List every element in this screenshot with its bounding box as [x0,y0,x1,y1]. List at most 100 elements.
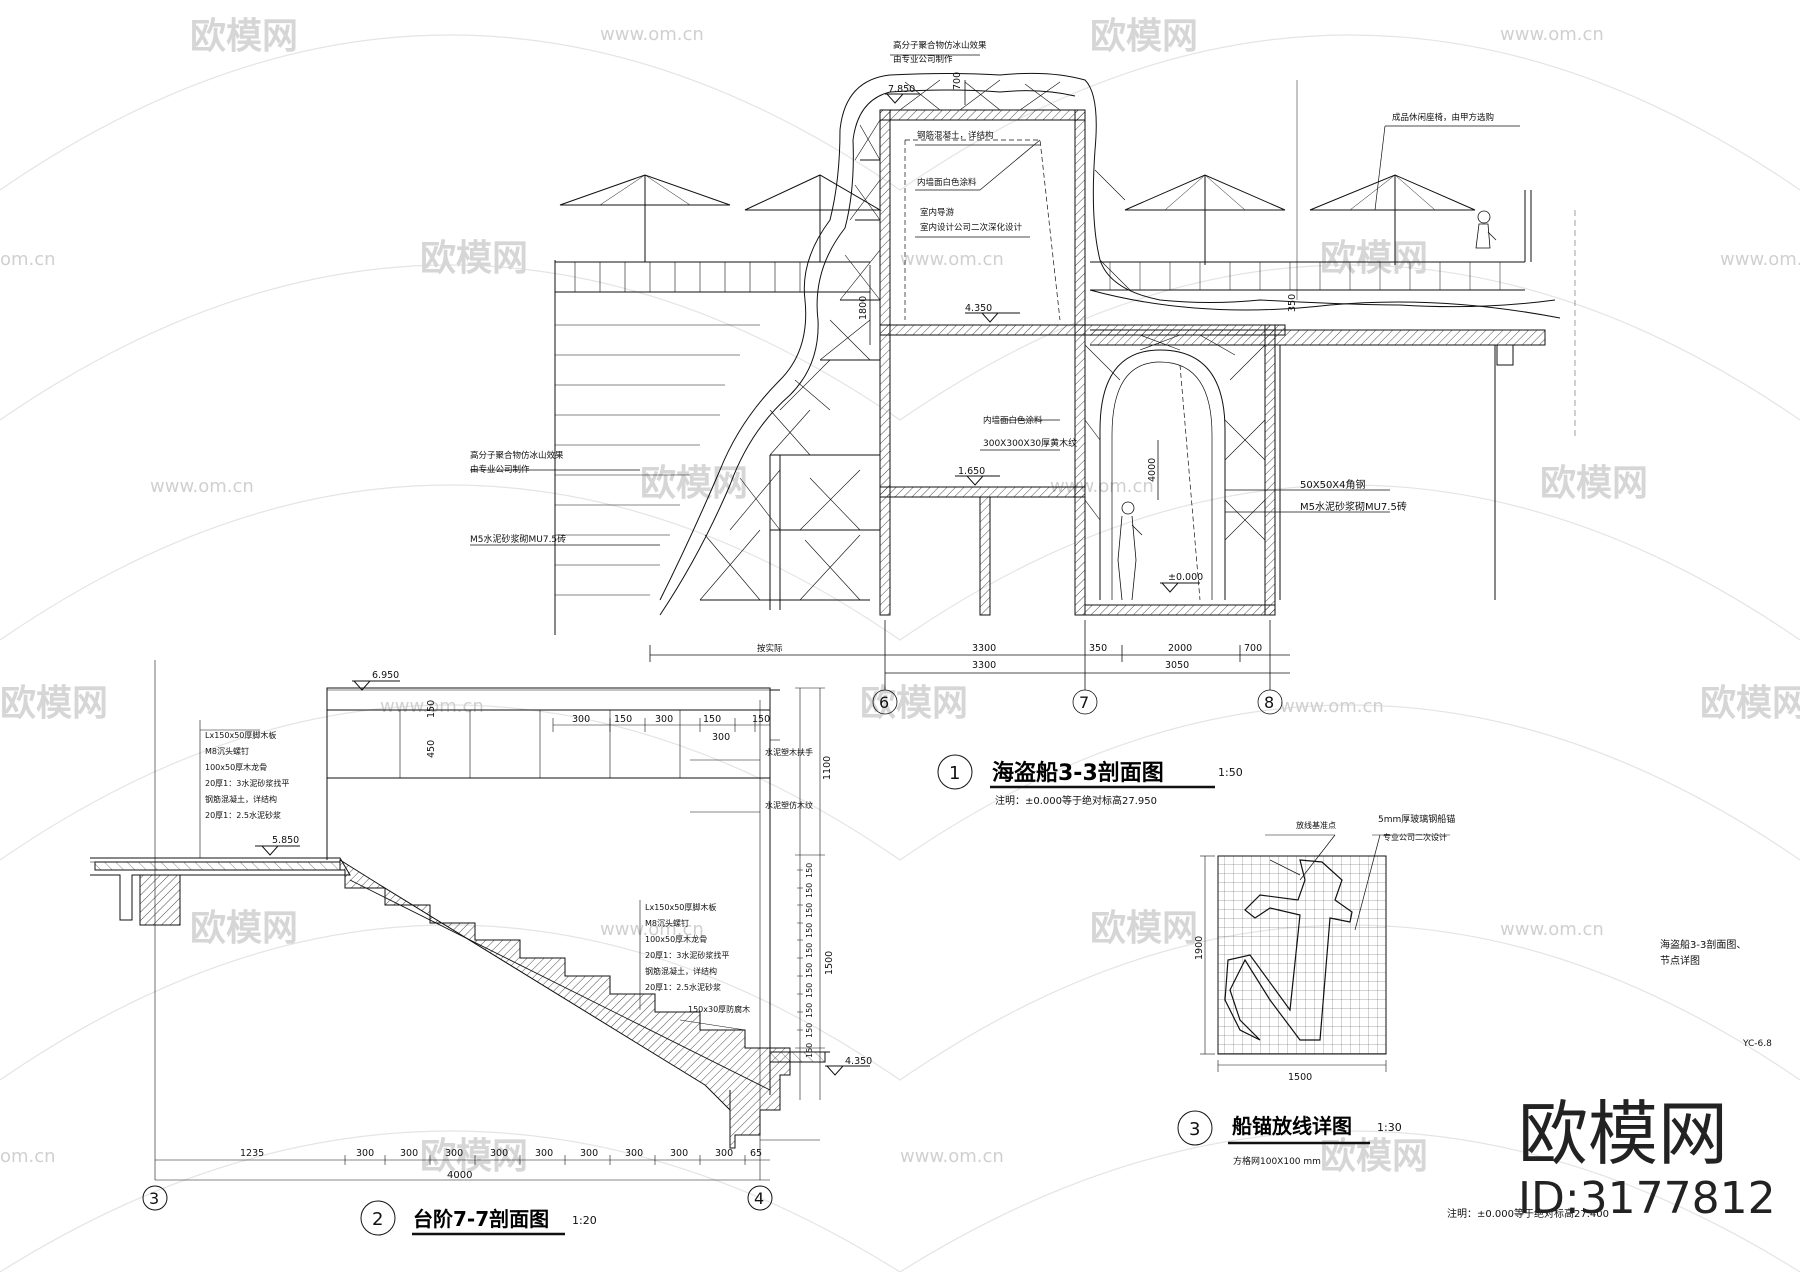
left-wall [554,260,870,635]
section-2-title: 台阶7-7剖面图 [413,1207,549,1231]
watermark-brand: 欧模网 [420,1136,528,1177]
sec2-riser-dim: 150 [805,903,814,918]
section-1-note: 注明：±0.000等于绝对标高27.950 [995,794,1157,807]
umbrella-left-1 [559,174,731,262]
watermark-brand: 欧模网 [1540,463,1648,504]
sec2-bottom-dim-landing: 1235 [240,1148,264,1159]
watermark-brand: 欧模网 [190,16,298,57]
dim-h-arch: 4000 [1147,458,1158,482]
dim-d2: 350 [1089,643,1107,654]
sec2-right-dim-mid: 450 [426,740,437,758]
section-3-title: 船锚放线详图 [1232,1114,1352,1138]
section-2-number: 2 [372,1209,383,1230]
elevation-marks [885,93,1200,593]
sec2-tread-dim: 300 [445,1148,463,1159]
sec2-riser-dim: 150 [805,863,814,878]
elevation-floor2: 4.350 [965,303,992,314]
elevation-floor1: 1.650 [958,466,985,477]
watermark-brand: 欧模网 [1090,908,1198,949]
sec2-bottom-dim-total: 4000 [447,1170,472,1181]
sec2-left-label: 20厚1：2.5水泥砂浆 [205,810,281,820]
sec2-top-dim: 300 [655,714,673,725]
sec2-riser-dim: 150 [805,923,814,938]
sec2-tread-dim: 300 [715,1148,733,1159]
dim-by-site: 按实际 [757,643,783,654]
section-1-number: 1 [949,763,960,784]
leader-lines [470,54,1520,546]
label-right-brick: M5水泥砂浆砌MU7.5砖 [1300,500,1407,513]
sec2-riser-dim: 150 [805,943,814,958]
sec2-top-dim: 300 [572,714,590,725]
sheet-note: 注明：±0.000等于绝对标高27.400 [1447,1207,1609,1220]
sec3-label-pro: 专业公司二次设计 [1383,832,1447,842]
axis-3: 3 [149,1189,159,1208]
sec3-label-datum: 放线基准点 [1296,820,1336,830]
sec2-tread-dim: 300 [356,1148,374,1159]
watermark-url: www.om.cn [1500,24,1604,45]
section-3-drawing [1177,834,1450,1146]
sec2-tread-dim: 300 [580,1148,598,1159]
label-left-finish: 高分子聚合物仿冰山效果 [470,450,564,461]
brand-id: ID:3177812 [1518,1173,1776,1224]
section-2-texts: 6.950 5.850 4.350 Lx150x50厚脚木板 M8沉头螺钉 10… [149,670,872,1231]
watermark-url: www.om.cn [150,476,254,497]
section-2-scale: 1:20 [572,1214,597,1227]
axis-8: 8 [1264,693,1274,712]
section-1-texts: 高分子聚合物仿冰山效果 由专业公司制作 钢筋混凝土，详结构 内墙面白色涂料 室内… [470,40,1494,807]
label-inner-wall-top: 内墙面白色涂料 [917,177,977,188]
sec2-right-dim-rail: 1100 [822,756,833,780]
dim-h-right: 350 [1287,294,1298,312]
label-top-maker: 由专业公司制作 [893,54,953,65]
sec2-left-label: 100x50厚木龙骨 [205,762,267,772]
dimension-lines [649,80,1298,715]
label-interior-guide: 室内导游 [920,207,955,218]
sec2-inner-label: 150x30厚防腐木 [688,1004,750,1014]
sec2-tread-dim: 300 [535,1148,553,1159]
axis-7: 7 [1079,693,1089,712]
sheet-code: YC-6.8 [1742,1039,1772,1049]
section-1-scale: 1:50 [1218,766,1243,779]
person-figure-arch [1117,501,1143,601]
watermark-url: www.om.cn [900,1146,1004,1167]
watermark-url: www.om.cn [380,696,484,717]
watermark-url: www.om.cn [1280,696,1384,717]
sec2-tail-dim: 65 [750,1148,762,1159]
label-umbrella: 成品休闲座椅，由甲方选购 [1392,112,1494,123]
watermark-layer: 欧模网 欧模网 www.om.cn www.om.cn 欧模网 欧模网 www.… [0,16,1800,1272]
label-left-brick: M5水泥砂浆砌MU7.5砖 [470,533,566,545]
sec3-grid-note: 方格网100X100 mm [1233,1155,1321,1167]
sec2-riser-dim: 150 [805,963,814,978]
sec2-top-dim: 150 [752,714,770,725]
sec2-tread-dim: 300 [670,1148,688,1159]
dim-h-top: 700 [952,72,963,90]
watermark-url: www.om.cn [900,249,1004,270]
section-3-number: 3 [1189,1119,1200,1140]
watermark-url: www.om.cn [1720,249,1800,270]
sheet-title-line2: 节点详图 [1660,954,1700,967]
dim-d4: 700 [1244,643,1262,654]
umbrella-right-2 [1309,174,1476,265]
sec2-post-label: 水泥塑仿木纹 [765,800,813,810]
label-inner-wall-mid: 内墙面白色涂料 [983,415,1043,426]
sec2-top-dim: 150 [614,714,632,725]
brand-name: 欧模网 [1518,1093,1728,1175]
axis-4: 4 [754,1189,764,1208]
label-tile: 300X300X30厚黄木纹 [983,437,1077,449]
sec2-riser-dim: 150 [805,1023,814,1038]
section-3-texts: 放线基准点 5mm厚玻璃钢船锚 专业公司二次设计 1900 1500 3 船锚放… [1189,813,1455,1167]
dim-total2: 3050 [1165,660,1189,671]
watermark-url: www.om.cn [1500,919,1604,940]
sec2-riser-dim: 150 [805,983,814,998]
sec2-inner-label: 100x50厚木龙骨 [645,934,707,944]
watermark-url: om.cn [0,1146,56,1167]
sec2-tread-dim: 300 [400,1148,418,1159]
axis-6: 6 [879,693,889,712]
sec3-label-steel: 5mm厚玻璃钢船锚 [1378,813,1455,825]
sec2-tread-dim: 300 [490,1148,508,1159]
section-2-drawing [90,660,870,1236]
watermark-brand: 欧模网 [1700,683,1800,724]
sheet-title-line1: 海盗船3-3剖面图、 [1660,938,1746,951]
sec2-right-dim-total: 1500 [824,951,835,975]
